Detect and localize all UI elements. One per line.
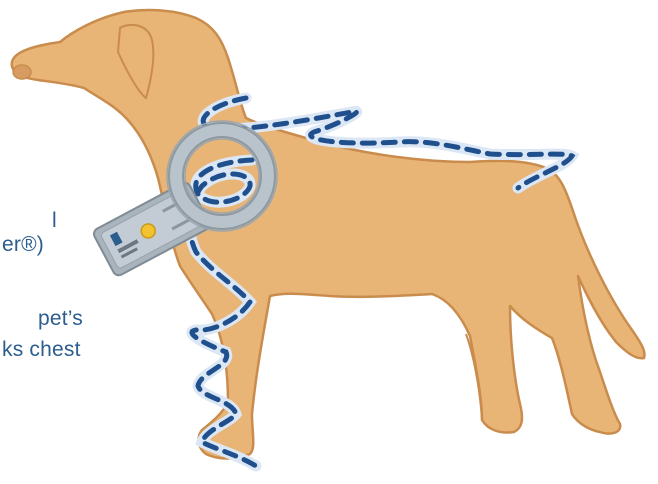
dog-ear bbox=[116, 23, 155, 100]
microchip-scanner bbox=[92, 120, 278, 277]
caption-fragment-4: ks chest bbox=[2, 338, 81, 361]
caption-fragment-1: l bbox=[52, 209, 57, 232]
caption-fragment-2: er®) bbox=[2, 233, 44, 256]
scanner-logo-icon bbox=[109, 231, 123, 247]
scanner-indicator-icon bbox=[140, 223, 156, 239]
dog-silhouette bbox=[10, 8, 646, 460]
dog-nose bbox=[12, 64, 32, 80]
caption-fragment-3: pet’s bbox=[38, 307, 83, 330]
